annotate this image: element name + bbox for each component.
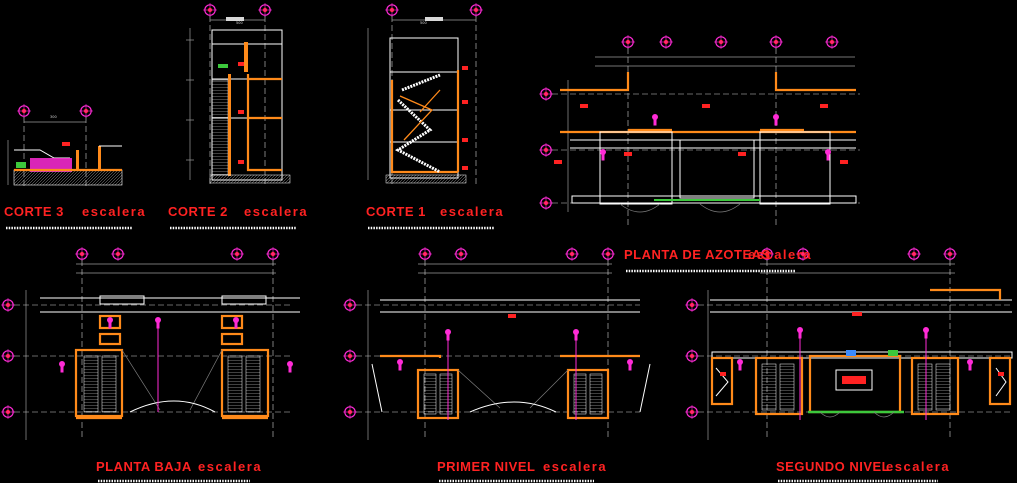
axis-bubble [342,348,358,364]
axis-bubble [942,246,958,262]
axis-bubble [384,2,400,18]
axis-bubble [768,34,784,50]
axis-bubble [684,297,700,313]
subtitle-label: escalera [886,459,950,474]
title-label: CORTE 2 [168,204,228,219]
axis-bubble [229,246,245,262]
axis-bubble [257,2,273,18]
svg-text:300: 300 [50,115,57,119]
corte2-section: 500 [186,2,291,185]
title-label: CORTE 3 [4,204,64,219]
axis-bubble [658,34,674,50]
level-pin [445,329,451,341]
axis-bubble [538,195,554,211]
subtitle-label: escalera [440,204,504,219]
svg-text:500: 500 [236,21,243,25]
axis-bubble [538,86,554,102]
level-pin [773,114,779,126]
corte1-section: 500 [367,2,484,185]
axis-bubble [342,297,358,313]
axis-bubble [600,246,616,262]
axis-bubble [342,404,358,420]
axis-bubble [74,246,90,262]
title-label: PLANTA DE AZOTEAS [624,247,771,262]
level-pin [155,317,161,329]
azoteas-title: PLANTA DE AZOTEAS escalera [624,247,812,273]
primer-nivel-plan [342,246,651,440]
axis-bubble [265,246,281,262]
level-pin [967,359,973,371]
axis-bubble [684,404,700,420]
axis-bubble [713,34,729,50]
axis-bubble [0,297,16,313]
axis-bubble [0,348,16,364]
subtitle-label: escalera [748,247,812,262]
subtitle-label: escalera [543,459,607,474]
level-pin [600,149,606,161]
axis-bubble [78,103,94,119]
title-label: SEGUNDO NIVEL [776,459,890,474]
segundo-nivel-title: SEGUNDO NIVEL escalera [776,459,950,483]
axis-bubble [453,246,469,262]
subtitle-label: escalera [82,204,146,219]
corte2-title: CORTE 2 escalera [168,204,308,230]
title-label: CORTE 1 [366,204,426,219]
axis-bubble [202,2,218,18]
axis-bubble [0,404,16,420]
level-pin [737,359,743,371]
axis-bubble [110,246,126,262]
planta-baja-title: PLANTA BAJA escalera [96,459,262,483]
level-pin [107,317,113,329]
level-pin [287,361,293,373]
level-pin [923,327,929,339]
axis-bubble [824,34,840,50]
primer-nivel-title: PRIMER NIVEL escalera [437,459,607,483]
level-pin [797,327,803,339]
azoteas-plan [538,34,860,225]
level-pin [573,329,579,341]
axis-bubble [538,142,554,158]
svg-text:500: 500 [420,21,427,25]
title-label: PRIMER NIVEL [437,459,535,474]
axis-bubble [906,246,922,262]
corte3-title: CORTE 3 escalera [4,204,146,230]
corte3-section: 300 [7,103,123,187]
planta-baja-plan [0,246,300,440]
axis-bubble [620,34,636,50]
level-pin [627,359,633,371]
level-pin [397,359,403,371]
segundo-nivel-plan [684,246,1013,440]
corte1-title: CORTE 1 escalera [366,204,504,230]
axis-bubble [684,348,700,364]
subtitle-label: escalera [244,204,308,219]
axis-bubble [16,103,32,119]
level-pin [233,317,239,329]
axis-bubble [417,246,433,262]
subtitle-label: escalera [198,459,262,474]
axis-bubble [468,2,484,18]
level-pin [652,114,658,126]
title-label: PLANTA BAJA [96,459,192,474]
level-pin [59,361,65,373]
axis-bubble [564,246,580,262]
